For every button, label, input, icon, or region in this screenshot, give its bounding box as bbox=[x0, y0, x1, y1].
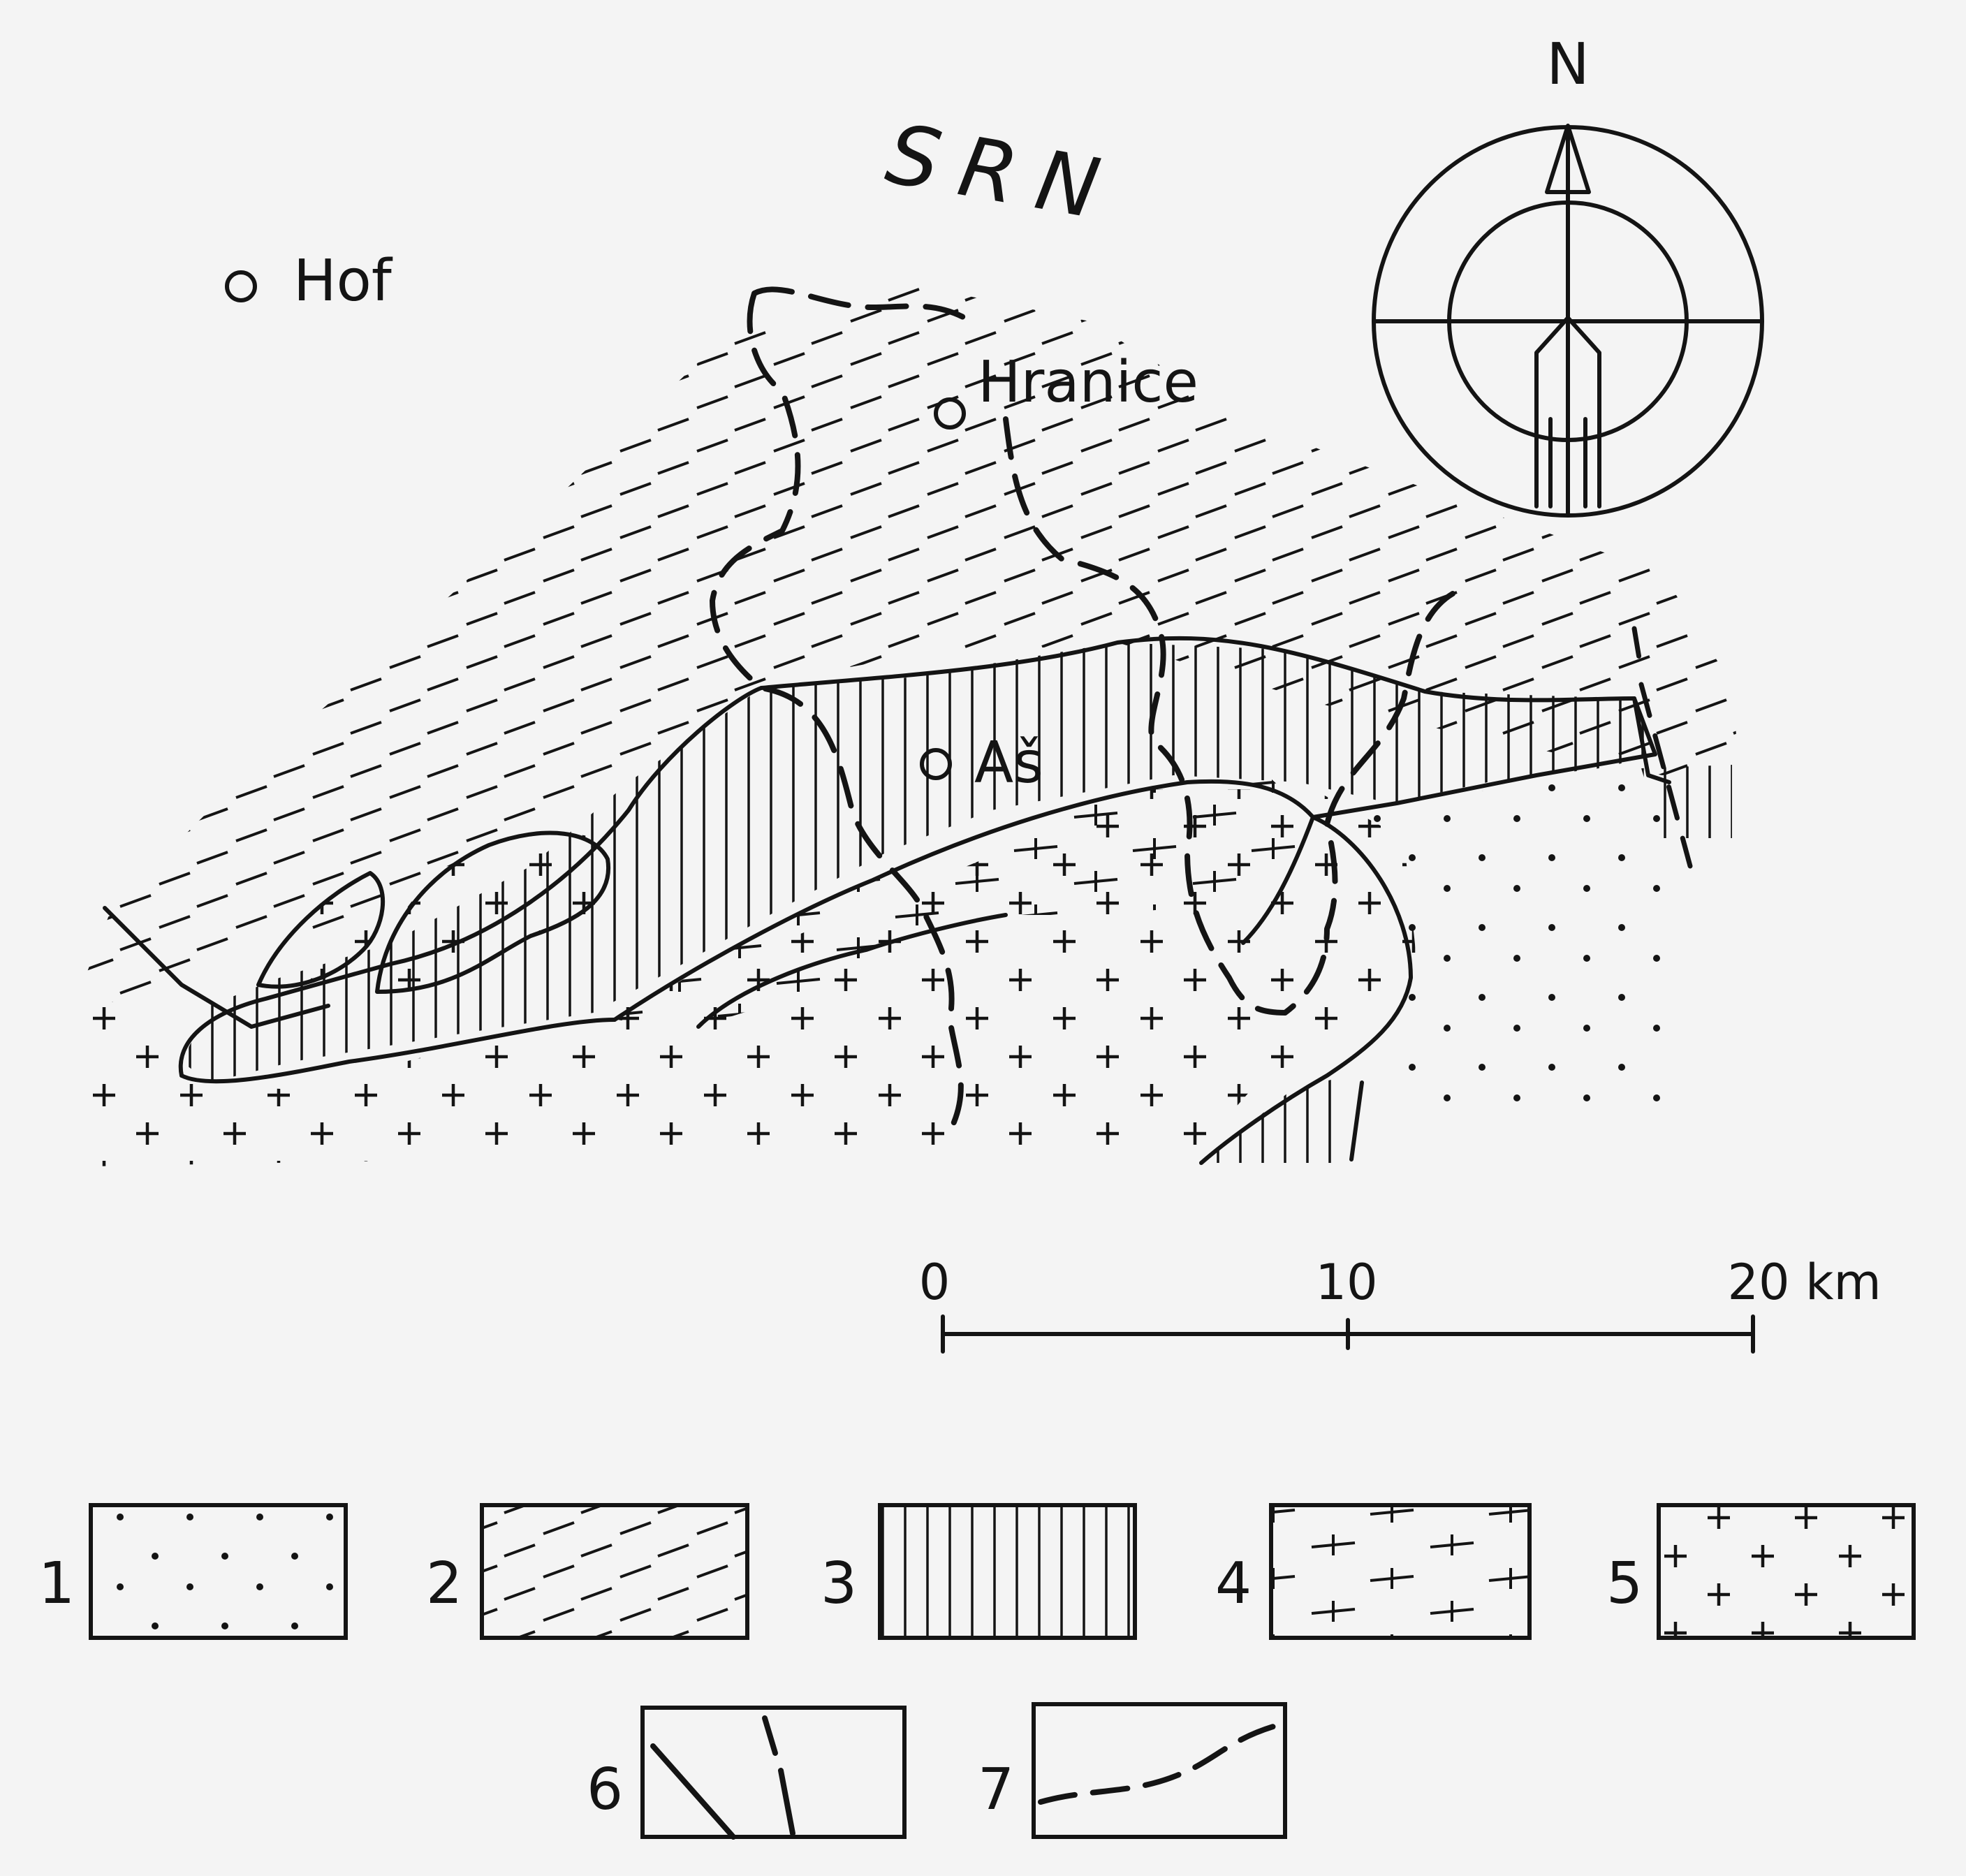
fault-lines bbox=[1631, 626, 1693, 869]
legend-number: 6 bbox=[587, 1757, 623, 1823]
legend-item-6: 6 bbox=[587, 1706, 907, 1840]
legend-number: 3 bbox=[821, 1551, 857, 1617]
legend: 1 2 3 4 5 6 7 bbox=[38, 1503, 1916, 1840]
north-label: N bbox=[1546, 31, 1589, 98]
town-hranice: Hranice bbox=[934, 349, 1198, 430]
town-label: Hranice bbox=[978, 349, 1198, 416]
town-as: Aš bbox=[920, 730, 1043, 796]
geological-boundaries bbox=[103, 636, 1671, 1165]
state-border bbox=[710, 286, 1455, 1134]
unit-2-region bbox=[77, 286, 1739, 1006]
scale-tick-20: 20 bbox=[1727, 1254, 1789, 1311]
country-label: SRN bbox=[880, 105, 1127, 241]
scale-tick-0: 0 bbox=[919, 1254, 951, 1311]
legend-item-3: 3 bbox=[821, 1503, 1137, 1640]
legend-number: 1 bbox=[38, 1551, 75, 1617]
town-label: Aš bbox=[974, 730, 1043, 796]
town-marker bbox=[920, 748, 952, 780]
legend-item-2: 2 bbox=[426, 1503, 749, 1640]
unit-3-region bbox=[182, 643, 1662, 1083]
unit-3-strip-east bbox=[1641, 765, 1732, 838]
unit-1-region bbox=[1369, 754, 1673, 1124]
scale-unit: km bbox=[1805, 1254, 1881, 1311]
town-hof: Hof bbox=[225, 248, 393, 314]
unit-3-strip-south bbox=[1201, 1076, 1348, 1163]
legend-number: 2 bbox=[426, 1551, 462, 1617]
legend-item-4: 4 bbox=[1215, 1503, 1532, 1640]
town-marker bbox=[934, 397, 966, 430]
unit-4-region bbox=[615, 779, 1313, 1027]
town-marker bbox=[225, 270, 257, 302]
legend-item-7: 7 bbox=[978, 1702, 1287, 1839]
legend-item-1: 1 bbox=[38, 1503, 348, 1640]
scale-bar: 0 10 20 km bbox=[919, 1254, 1881, 1354]
legend-number: 4 bbox=[1215, 1551, 1252, 1617]
legend-number: 7 bbox=[978, 1757, 1014, 1823]
legend-item-5: 5 bbox=[1606, 1503, 1916, 1640]
granite-body-west bbox=[258, 873, 384, 992]
north-arrow: N bbox=[1372, 31, 1764, 518]
map-area bbox=[77, 286, 1739, 1166]
scale-tick-10: 10 bbox=[1315, 1254, 1377, 1311]
town-label: Hof bbox=[293, 248, 393, 314]
legend-number: 5 bbox=[1606, 1551, 1643, 1617]
